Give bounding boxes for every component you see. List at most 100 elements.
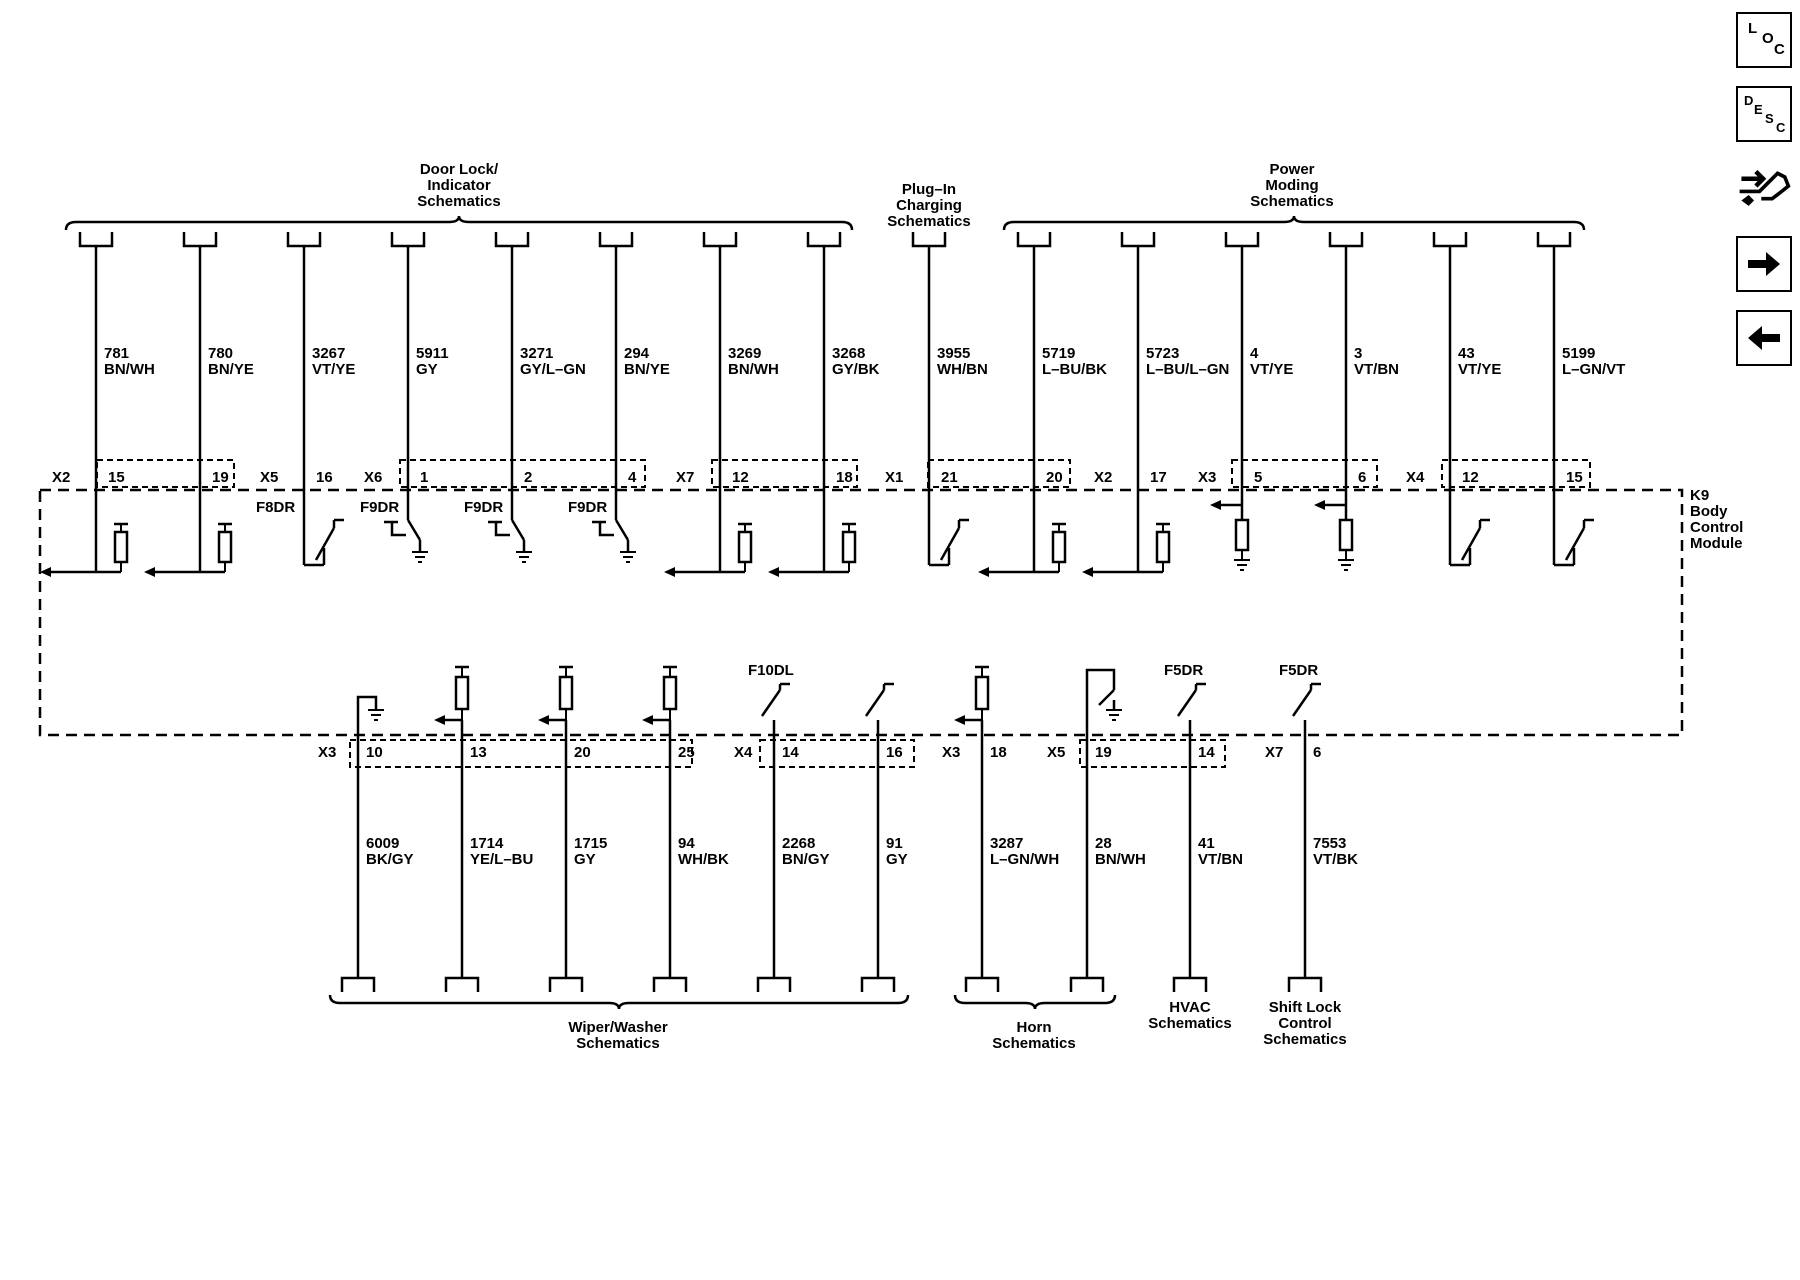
top-wire-1-connector-label: X2 — [52, 469, 70, 486]
desc-letter-c: C — [1776, 120, 1786, 135]
next-page-button[interactable] — [1736, 236, 1792, 292]
top-wire-5-fuse-label: F9DR — [464, 499, 503, 516]
bottom-wire-4-pin-number: 25 — [678, 744, 695, 761]
top-wire-3-switch-blade — [314, 527, 336, 561]
desc-letter-d: D — [1744, 93, 1754, 108]
top-wire-14-wire-color: VT/YE — [1458, 361, 1501, 378]
bottom-wire-10-pin-number: 6 — [1313, 744, 1321, 761]
top-wire-10-pin-number: 20 — [1046, 469, 1063, 486]
top-wire-6-fuse-label: F9DR — [568, 499, 607, 516]
bottom-wire-3-wire-color: GY — [574, 851, 596, 868]
description-button[interactable]: D E S C — [1736, 86, 1792, 142]
loc-letter-c: C — [1774, 41, 1785, 58]
top-wire-1-wire-color: BN/WH — [104, 361, 155, 378]
top-wire-7-circuit-number: 3269 — [728, 345, 761, 362]
bottom-wire-8-pin-number: 19 — [1095, 744, 1112, 761]
bottom-wire-9-wire-color: VT/BN — [1198, 851, 1243, 868]
top-wire-10-harness-connector — [1016, 232, 1052, 248]
bottom-wire-4-output-arrow — [642, 715, 653, 725]
bottom-wire-4-pullup-resistor — [662, 675, 678, 711]
top-wire-13-pin-number: 6 — [1358, 469, 1366, 486]
bottom-wire-10-connector-label: X7 — [1265, 744, 1283, 761]
horn-group-label-line-2: Schematics — [992, 1035, 1075, 1052]
module-boundary — [38, 488, 1684, 737]
connector-info-button[interactable] — [1736, 158, 1792, 214]
top-wire-2-wire-color: BN/YE — [208, 361, 254, 378]
bottom-wire-2-pullup-resistor — [454, 675, 470, 711]
door-lock-bracket — [64, 215, 854, 231]
bottom-wire-1-harness-connector — [340, 976, 376, 992]
connector-box-x6 — [399, 459, 646, 488]
top-wire-4-wire-color: GY — [416, 361, 438, 378]
top-wire-15-harness-connector — [1536, 232, 1572, 248]
connector-box-x3-top — [1231, 459, 1378, 488]
top-wire-11-connector-label: X2 — [1094, 469, 1112, 486]
top-wire-13-harness-connector — [1328, 232, 1364, 248]
module-reference: K9 — [1690, 487, 1709, 504]
top-wire-6-gate-lead — [598, 522, 614, 537]
power-moding-group-label-line-1: Power — [1269, 161, 1314, 178]
connector-box-x5-bottom — [1079, 739, 1226, 768]
bottom-wire-9-fuse-label: F5DR — [1164, 662, 1203, 679]
top-wire-15-pin-number: 15 — [1566, 469, 1583, 486]
horn-bracket — [953, 994, 1117, 1010]
plug-in-group-label-line-1: Plug–In — [902, 181, 956, 198]
arrow-left-icon — [1748, 326, 1780, 350]
top-wire-13-pulldown-resistor — [1338, 518, 1354, 552]
top-wire-6-pin-number: 4 — [628, 469, 637, 486]
module-name-line-3: Module — [1690, 535, 1743, 552]
bottom-wire-9-switch-blade — [1176, 689, 1198, 717]
bottom-wire-5-wire-color: BN/GY — [782, 851, 830, 868]
bottom-wire-3-pullup-resistor — [558, 675, 574, 711]
top-wire-11-circuit-number: 5723 — [1146, 345, 1179, 362]
power-moding-group-label-line-3: Schematics — [1250, 193, 1333, 210]
top-wire-6-wire-color: BN/YE — [624, 361, 670, 378]
top-wire-7-output-arrow — [664, 567, 675, 577]
top-wire-1-output-arrow — [40, 567, 51, 577]
top-wire-14-pin-number: 12 — [1462, 469, 1479, 486]
bottom-wire-7-wire-color: L–GN/WH — [990, 851, 1059, 868]
top-wire-7-pin-number: 12 — [732, 469, 749, 486]
bottom-wire-10-switch-blade — [1291, 689, 1313, 717]
top-wire-9-wire-color: WH/BN — [937, 361, 988, 378]
bottom-wire-8-harness-connector — [1069, 976, 1105, 992]
bottom-wire-1-circuit-number: 6009 — [366, 835, 399, 852]
plug-in-group-label-line-3: Schematics — [887, 213, 970, 230]
top-wire-12-pin-number: 5 — [1254, 469, 1262, 486]
bottom-wire-5-switch-blade — [760, 689, 782, 717]
module-name-line-1: Body — [1690, 503, 1728, 520]
plug-in-group-label-line-2: Charging — [896, 197, 962, 214]
door-lock-group-label-line-1: Door Lock/ — [420, 161, 499, 178]
top-wire-9-switch-blade — [939, 527, 961, 561]
bottom-wire-4-wire-color: WH/BK — [678, 851, 729, 868]
connector-box-x3-bottom — [349, 739, 693, 768]
top-wire-5-gate-lead — [494, 522, 510, 537]
bottom-wire-9-pin-number: 14 — [1198, 744, 1215, 761]
top-wire-6-circuit-number: 294 — [624, 345, 650, 362]
top-wire-7-pullup-resistor-body — [737, 530, 753, 564]
bottom-wire-4-circuit-number: 94 — [678, 835, 695, 852]
top-wire-6-harness-connector — [598, 232, 634, 248]
top-wire-4-fet-channel — [406, 519, 422, 541]
bottom-wire-2-pin-number: 13 — [470, 744, 487, 761]
top-wire-2-harness-connector — [182, 232, 218, 248]
top-wire-4-harness-connector — [390, 232, 426, 248]
top-wire-5-wire-color: GY/L–GN — [520, 361, 586, 378]
wiper-group-label-line-2: Schematics — [576, 1035, 659, 1052]
top-wire-8-pullup-resistor-body — [841, 530, 857, 564]
location-button[interactable]: L O C — [1736, 12, 1792, 68]
door-lock-group-label-line-2: Indicator — [427, 177, 491, 194]
connector-box-x4-top — [1441, 459, 1591, 488]
top-wire-5-circuit-number: 3271 — [520, 345, 553, 362]
bottom-wire-6-harness-connector — [860, 976, 896, 992]
bottom-wire-7-circuit-number: 3287 — [990, 835, 1023, 852]
previous-page-button[interactable] — [1736, 310, 1792, 366]
top-wire-4-gate-lead — [390, 522, 406, 537]
top-wire-7-wire-color: BN/WH — [728, 361, 779, 378]
bottom-wire-10-fuse-label: F5DR — [1279, 662, 1318, 679]
top-wire-11-pullup-resistor-body — [1155, 530, 1171, 564]
bottom-wire-4-harness-connector — [652, 976, 688, 992]
top-wire-9-harness-connector — [911, 232, 947, 248]
bottom-wire-3-harness-connector — [548, 976, 584, 992]
bottom-wire-2-wire-color: YE/L–BU — [470, 851, 533, 868]
